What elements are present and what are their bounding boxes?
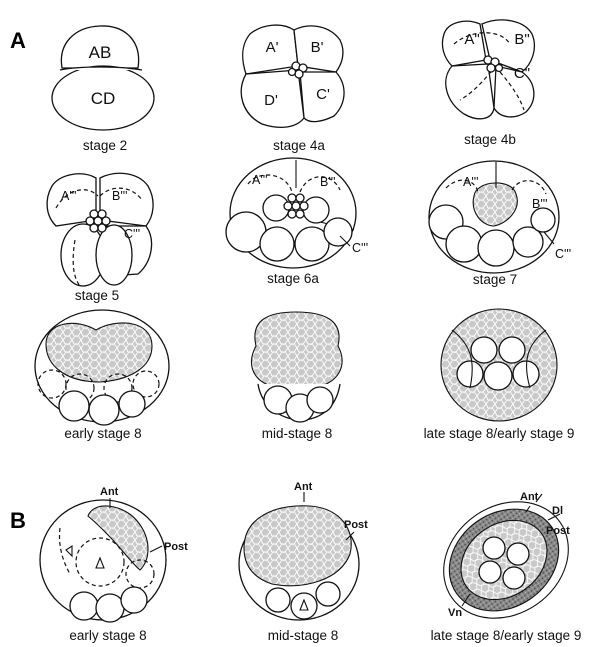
cell-label-d: D': [264, 92, 278, 109]
stage-7-diagram: A''' B''' C''' stage 7: [429, 161, 571, 287]
stage-6a-diagram: A''' B''' C''' stage 6a: [226, 158, 368, 286]
b-mid-stage-8-diagram: Ant Post mid-stage 8: [239, 481, 368, 643]
cell-label-a: A': [266, 39, 279, 56]
cell-label-c: C''': [124, 227, 140, 241]
b-early-stage-8-diagram: Ant Post early stage 8: [40, 486, 188, 643]
stage-4b-diagram: A" B" C" stage 4b: [442, 20, 534, 147]
cell-label-a: A''': [61, 189, 77, 203]
cell-label-a: A''': [463, 175, 479, 189]
cell-label-b: B''': [320, 175, 336, 189]
label-post: Post: [344, 519, 368, 531]
center-cells: [284, 194, 308, 218]
cell-label-c: C': [316, 86, 330, 103]
label-dl: Dl: [552, 505, 563, 517]
cell-label-b: B': [311, 39, 324, 56]
mid-stage-8-diagram: mid-stage 8: [251, 312, 342, 441]
caption-stage-2: stage 2: [83, 138, 127, 153]
cell-label-a: A''': [252, 173, 268, 187]
caption-early-stage-8: early stage 8: [64, 426, 141, 441]
panel-label-b: B: [10, 508, 26, 533]
cell-label-cd: CD: [91, 89, 116, 108]
early-stage-8-diagram: early stage 8: [35, 310, 169, 441]
late-stage-8-diagram: late stage 8/early stage 9: [424, 309, 575, 441]
caption-late-stage-8: late stage 8/early stage 9: [424, 426, 575, 441]
stage-4a-diagram: A' B' C' D' stage 4a: [241, 25, 344, 153]
stage-2-diagram: AB CD stage 2: [52, 26, 154, 153]
panel-label-a: A: [10, 28, 26, 53]
cell-label-b: B": [514, 31, 529, 48]
cell-label-b: B''': [112, 189, 128, 203]
center-cells: [86, 210, 110, 232]
cell-cap: [251, 312, 342, 390]
cell-label-c: C''': [352, 241, 368, 255]
label-post: Post: [164, 541, 188, 553]
caption-stage-4a: stage 4a: [273, 138, 325, 153]
caption-stage-4b: stage 4b: [464, 132, 516, 147]
cell-label-ab: AB: [89, 43, 112, 62]
b-late-stage-8-diagram: Ant Dl Post Vn late stage 8/early stage …: [421, 478, 591, 643]
caption-stage-7: stage 7: [473, 272, 517, 287]
caption-b-late-stage-8: late stage 8/early stage 9: [431, 628, 582, 643]
cell-label-c: C''': [555, 247, 571, 261]
label-ant: Ant: [100, 486, 119, 498]
cell-label-b: B''': [532, 197, 548, 211]
label-post: Post: [546, 525, 570, 537]
cell-label-c: C": [514, 65, 530, 82]
caption-stage-6a: stage 6a: [267, 271, 319, 286]
caption-b-early-stage-8: early stage 8: [69, 628, 146, 643]
label-ant: Ant: [294, 481, 313, 493]
stage-5-diagram: A''' B''' C''' stage 5: [47, 173, 153, 303]
cell-label-a: A": [464, 31, 479, 48]
caption-mid-stage-8: mid-stage 8: [262, 426, 333, 441]
label-vn: Vn: [448, 607, 462, 619]
caption-stage-5: stage 5: [75, 288, 119, 303]
caption-b-mid-stage-8: mid-stage 8: [268, 628, 339, 643]
label-ant: Ant: [520, 491, 539, 503]
